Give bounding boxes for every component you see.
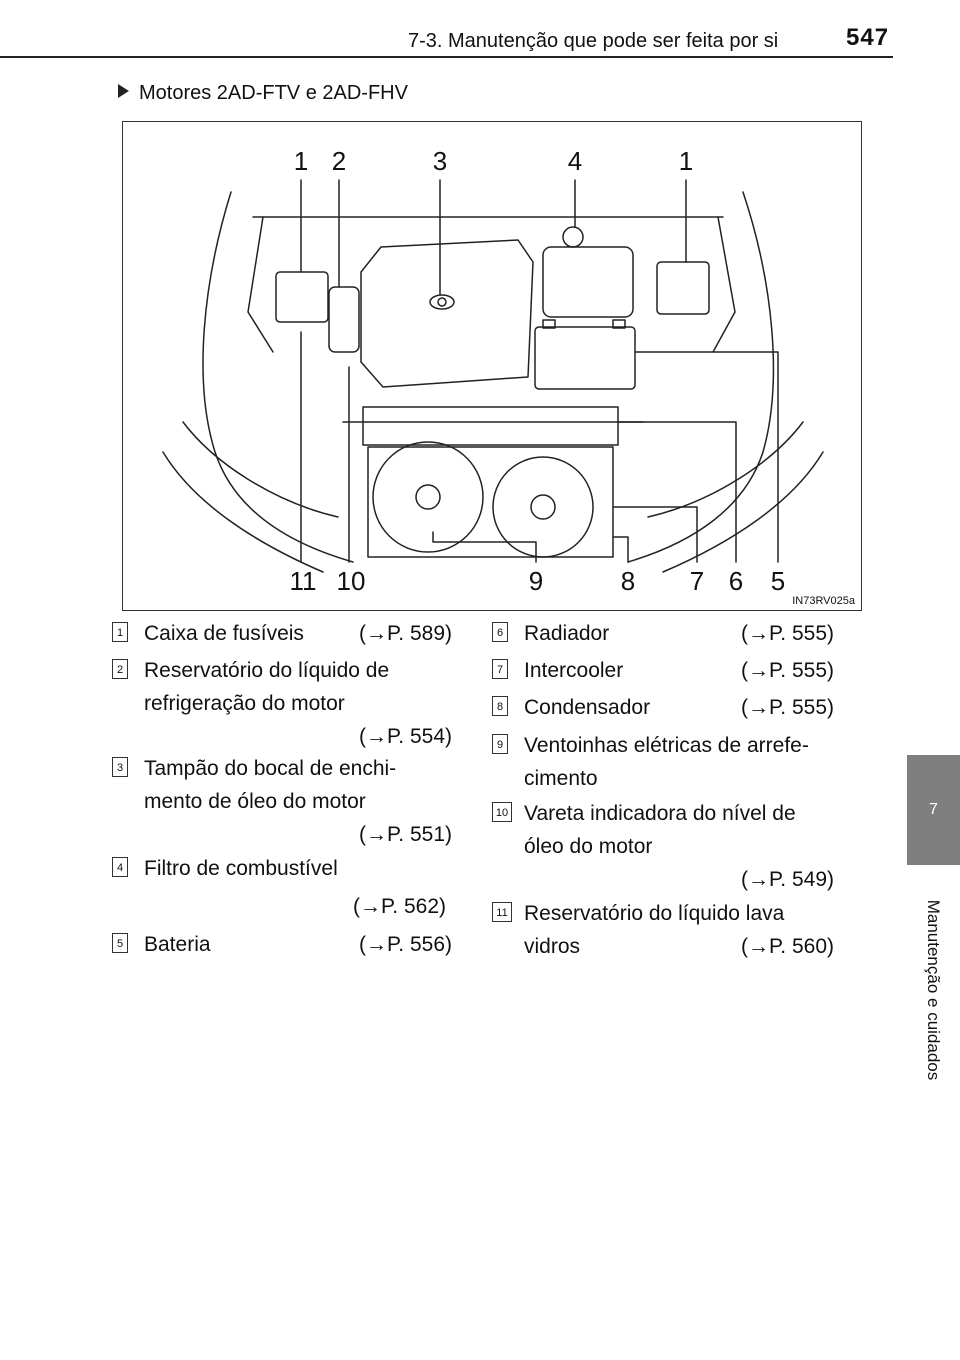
legend-ref: (→P. 551) [359, 823, 452, 846]
legend-ref: (→P. 554) [359, 725, 452, 748]
legend-text: Reservatório do líquido de [144, 659, 390, 682]
legend-ref: (→P. 555) [741, 696, 834, 719]
legend-ref: (→P. 555) [741, 659, 834, 682]
legend-number: 5 [112, 933, 128, 953]
legend-text: Radiador [524, 622, 610, 645]
callout-bottom-5: 5 [770, 566, 786, 596]
legend-item-1: 1 Caixa de fusíveis (→P. 589) [112, 618, 452, 652]
section-heading: Motores 2AD-FTV e 2AD-FHV [118, 82, 408, 105]
section-heading-text: Motores 2AD-FTV e 2AD-FHV [139, 82, 408, 104]
callout-top-5: 1 [678, 146, 694, 176]
legend-number: 1 [112, 622, 128, 642]
callout-bottom-10: 10 [336, 566, 366, 596]
legend-item-8: 8 Condensador (→P. 555) [492, 692, 834, 726]
legend-number: 6 [492, 622, 508, 642]
legend-item-6: 6 Radiador (→P. 555) [492, 618, 834, 652]
legend-text: Intercooler [524, 659, 624, 682]
legend-ref: (→P. 589) [359, 622, 452, 645]
legend-ref: (→P. 560) [741, 935, 834, 958]
callout-top-4: 4 [567, 146, 583, 176]
chapter-tab: 7 [907, 755, 960, 865]
callout-top-2: 2 [331, 146, 347, 176]
callout-bottom-9: 9 [528, 566, 544, 596]
legend-text: Ventoinhas elétricas de arrefe- [524, 734, 809, 757]
legend-number: 7 [492, 659, 508, 679]
legend-ref: (→P. 555) [741, 622, 834, 645]
callout-bottom-6: 6 [728, 566, 744, 596]
engine-bay-illustration [162, 179, 824, 573]
legend-item-10: 10 Vareta indicadora do nível de óleo do… [492, 798, 834, 898]
legend-text: Vareta indicadora do nível de [524, 802, 796, 825]
legend-number: 9 [492, 734, 508, 754]
figure-code: IN73RV025a [792, 595, 855, 607]
legend-number: 10 [492, 802, 512, 822]
legend-item-7: 7 Intercooler (→P. 555) [492, 655, 834, 689]
legend-text: Reservatório do líquido lava [524, 902, 785, 925]
callout-top-3: 3 [432, 146, 448, 176]
legend-item-9: 9 Ventoinhas elétricas de arrefe- ciment… [492, 730, 834, 798]
header-divider [0, 56, 893, 58]
legend-item-5: 5 Bateria (→P. 556) [112, 929, 452, 963]
legend-text: cimento [524, 767, 598, 790]
legend-number: 4 [112, 857, 128, 877]
legend-text: Filtro de combustível [144, 857, 338, 880]
legend-text: refrigeração do motor [144, 692, 345, 715]
callout-top-1: 1 [293, 146, 309, 176]
legend-text: Caixa de fusíveis [144, 622, 304, 645]
chapter-side-label: Manutenção e cuidados [905, 875, 960, 1105]
callout-bottom-11: 11 [289, 566, 317, 596]
legend-number: 8 [492, 696, 508, 716]
legend-ref: (→P. 556) [359, 933, 452, 956]
callout-bottom-8: 8 [620, 566, 636, 596]
page-number: 547 [846, 24, 890, 51]
triangle-bullet-icon [118, 84, 129, 98]
chapter-title: Manutenção e cuidados [924, 899, 943, 1081]
header-section-title: 7-3. Manutenção que pode ser feita por s… [408, 30, 779, 52]
legend-text: Bateria [144, 933, 211, 956]
legend-number: 3 [112, 757, 128, 777]
legend-text: mento de óleo do motor [144, 790, 366, 813]
legend-text: Tampão do bocal de enchi- [144, 757, 397, 780]
legend-item-3: 3 Tampão do bocal de enchi- mento de óle… [112, 753, 452, 853]
chapter-number: 7 [929, 801, 938, 818]
legend-text: óleo do motor [524, 835, 653, 858]
legend-number: 11 [492, 902, 512, 922]
legend-item-4: 4 Filtro de combustível (→P. 562) [112, 853, 452, 923]
engine-bay-figure: 1 2 3 4 1 11 10 9 8 7 6 5 IN73RV025a [122, 121, 862, 611]
legend-text: Condensador [524, 696, 651, 719]
legend-ref: (→P. 562) [353, 895, 446, 918]
legend-ref: (→P. 549) [741, 868, 834, 891]
legend-item-11: 11 Reservatório do líquido lava vidros (… [492, 898, 834, 966]
callout-bottom-7: 7 [689, 566, 705, 596]
legend-item-2: 2 Reservatório do líquido de refrigeraçã… [112, 655, 452, 755]
legend-text: vidros [524, 935, 581, 958]
legend-number: 2 [112, 659, 128, 679]
